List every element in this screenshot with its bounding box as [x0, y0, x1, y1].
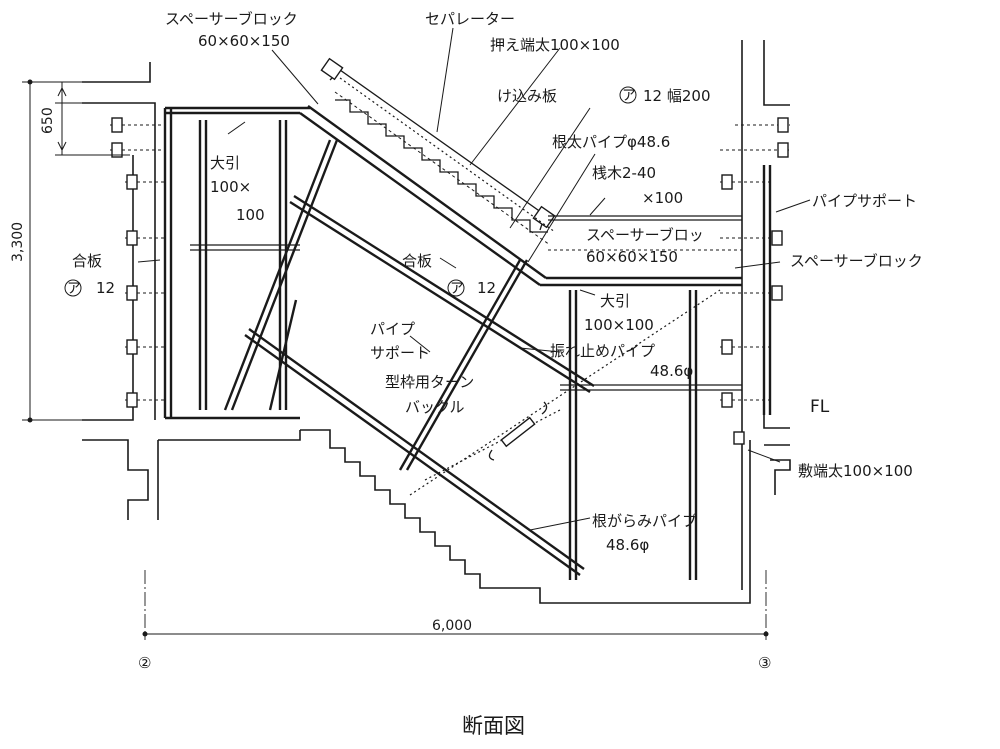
dimension-height-top: 650 — [40, 107, 56, 134]
dimension-width-total: 6,000 — [432, 618, 472, 634]
label-separator: セパレーター — [425, 10, 515, 28]
label-plywood-left-spec: 12 — [96, 279, 115, 297]
label-riser-board: け込み板 — [497, 87, 557, 105]
label-pipe-support-right: パイプサポート — [812, 192, 917, 210]
label-beam-left: 大引 — [210, 154, 240, 172]
dimension-lines — [22, 79, 769, 637]
stair-formwork — [163, 57, 772, 420]
annotation-labels: スペーサーブロック 60×60×150 セパレーター 押え端太100×100 け… — [64, 10, 923, 554]
circle-a-riser — [619, 86, 637, 104]
axis-label-left: ② — [138, 654, 151, 672]
label-riser-board-spec: 12 幅200 — [643, 87, 711, 105]
label-spacer-block-right: スペーサーブロック — [790, 252, 923, 270]
label-beam-right-size: 100×100 — [584, 316, 654, 334]
label-sway-pipe: 振れ止めパイプ — [550, 342, 655, 360]
circle-a-left — [64, 279, 82, 297]
leader-lines — [137, 27, 811, 531]
label-spacer-block-top-size: 60×60×150 — [198, 32, 290, 50]
label-sill-timber: 敷端太100×100 — [798, 462, 913, 480]
label-spacer-block-mid: スペーサーブロッ — [586, 226, 704, 244]
label-batten: 桟木2-40 — [592, 164, 656, 182]
dimension-height-total: 3,300 — [10, 222, 26, 262]
pipe-supports — [190, 120, 742, 580]
label-beam-right: 大引 — [600, 292, 630, 310]
label-beam-left-size2: 100 — [236, 206, 265, 224]
concrete-outline — [82, 40, 791, 640]
label-fl: FL — [810, 397, 830, 417]
label-turnbuckle1: 型枠用ターン — [385, 373, 474, 391]
label-sway-pipe-size: 48.6φ — [650, 362, 693, 380]
label-circle-a-left: ア — [67, 281, 81, 297]
label-joist-pipe: 根太パイプφ48.6 — [552, 133, 670, 151]
label-spacer-block-top: スペーサーブロック — [165, 10, 298, 28]
dimension-labels: 3,300 650 6,000 ② ③ — [10, 107, 771, 672]
turnbuckle-symbol — [488, 401, 548, 461]
label-base-pipe: 根がらみパイプ — [592, 512, 697, 530]
label-plywood-mid: 合板 — [402, 252, 432, 270]
label-plywood-mid-spec: 12 — [477, 279, 496, 297]
label-pipe-support-mid2: サポート — [370, 344, 430, 362]
circle-a-mid — [447, 279, 465, 297]
label-circle-a-riser: ア — [622, 88, 636, 104]
label-spacer-block-mid-size: 60×60×150 — [586, 248, 678, 266]
label-base-pipe-size: 48.6φ — [606, 536, 649, 554]
label-beam-left-size1: 100× — [210, 178, 251, 196]
drawing-title: 断面図 — [462, 714, 525, 738]
label-circle-a-mid: ア — [450, 281, 464, 297]
label-turnbuckle2: バックル — [405, 398, 465, 416]
label-edge-timber: 押え端太100×100 — [490, 36, 620, 54]
axis-label-right: ③ — [758, 654, 771, 672]
label-pipe-support-mid1: パイプ — [370, 320, 415, 338]
label-batten-size: ×100 — [642, 189, 683, 207]
label-plywood-left: 合板 — [72, 252, 102, 270]
form-ties — [110, 117, 790, 445]
